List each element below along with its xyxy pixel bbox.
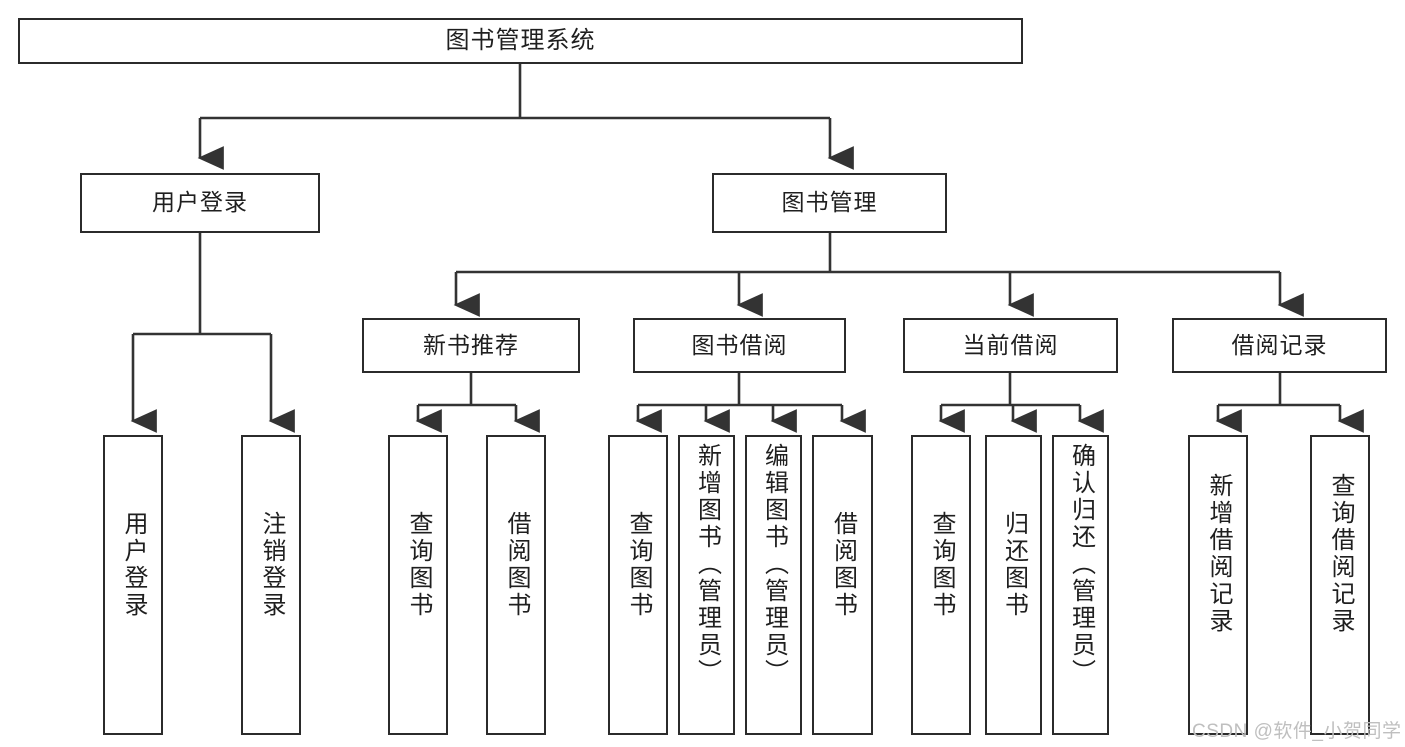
node-leaf-return-book[interactable]: 归还图书 xyxy=(985,435,1042,735)
node-new-book-rec[interactable]: 新书推荐 xyxy=(362,318,580,373)
node-leaf-user-login[interactable]: 用户登录 xyxy=(103,435,163,735)
node-leaf-user-logout-label: 注销登录 xyxy=(258,511,285,619)
node-leaf-query-book-3-label: 查询图书 xyxy=(928,511,955,619)
node-leaf-confirm-return[interactable]: 确认归还（管理员） xyxy=(1052,435,1109,735)
node-user-login-label: 用户登录 xyxy=(152,189,248,216)
node-leaf-add-record-label: 新增借阅记录 xyxy=(1205,473,1232,635)
node-leaf-confirm-return-label: 确认归还（管理员） xyxy=(1067,443,1095,686)
csdn-watermark: CSDN @软件_小贺同学 xyxy=(1192,721,1402,742)
node-book-borrow-label: 图书借阅 xyxy=(691,331,788,358)
node-leaf-borrow-book-1[interactable]: 借阅图书 xyxy=(486,435,546,735)
node-leaf-query-book-2-label: 查询图书 xyxy=(625,511,652,619)
node-leaf-borrow-book-2[interactable]: 借阅图书 xyxy=(812,435,873,735)
node-book-manage[interactable]: 图书管理 xyxy=(712,173,947,233)
node-current-borrow-label: 当前借阅 xyxy=(962,331,1059,358)
node-user-login[interactable]: 用户登录 xyxy=(80,173,320,233)
node-leaf-query-record[interactable]: 查询借阅记录 xyxy=(1310,435,1370,735)
node-leaf-add-book[interactable]: 新增图书（管理员） xyxy=(678,435,735,735)
node-leaf-query-book-1[interactable]: 查询图书 xyxy=(388,435,448,735)
node-leaf-user-login-label: 用户登录 xyxy=(120,511,147,619)
node-new-book-rec-label: 新书推荐 xyxy=(423,331,519,358)
node-leaf-add-record[interactable]: 新增借阅记录 xyxy=(1188,435,1248,735)
node-root-label: 图书管理系统 xyxy=(445,26,596,54)
node-book-manage-label: 图书管理 xyxy=(781,189,878,216)
node-leaf-borrow-book-1-label: 借阅图书 xyxy=(503,511,530,619)
node-borrow-record[interactable]: 借阅记录 xyxy=(1172,318,1387,373)
node-leaf-query-record-label: 查询借阅记录 xyxy=(1327,473,1354,635)
node-leaf-query-book-2[interactable]: 查询图书 xyxy=(608,435,668,735)
node-leaf-query-book-3[interactable]: 查询图书 xyxy=(911,435,971,735)
node-leaf-edit-book[interactable]: 编辑图书（管理员） xyxy=(745,435,802,735)
node-leaf-user-logout[interactable]: 注销登录 xyxy=(241,435,301,735)
node-book-borrow[interactable]: 图书借阅 xyxy=(633,318,846,373)
node-root[interactable]: 图书管理系统 xyxy=(18,18,1023,64)
node-leaf-add-book-label: 新增图书（管理员） xyxy=(693,443,721,686)
node-leaf-return-book-label: 归还图书 xyxy=(1000,511,1028,619)
node-borrow-record-label: 借阅记录 xyxy=(1231,331,1328,358)
node-current-borrow[interactable]: 当前借阅 xyxy=(903,318,1118,373)
node-leaf-query-book-1-label: 查询图书 xyxy=(405,511,432,619)
node-leaf-borrow-book-2-label: 借阅图书 xyxy=(829,511,857,619)
node-leaf-edit-book-label: 编辑图书（管理员） xyxy=(760,443,788,686)
